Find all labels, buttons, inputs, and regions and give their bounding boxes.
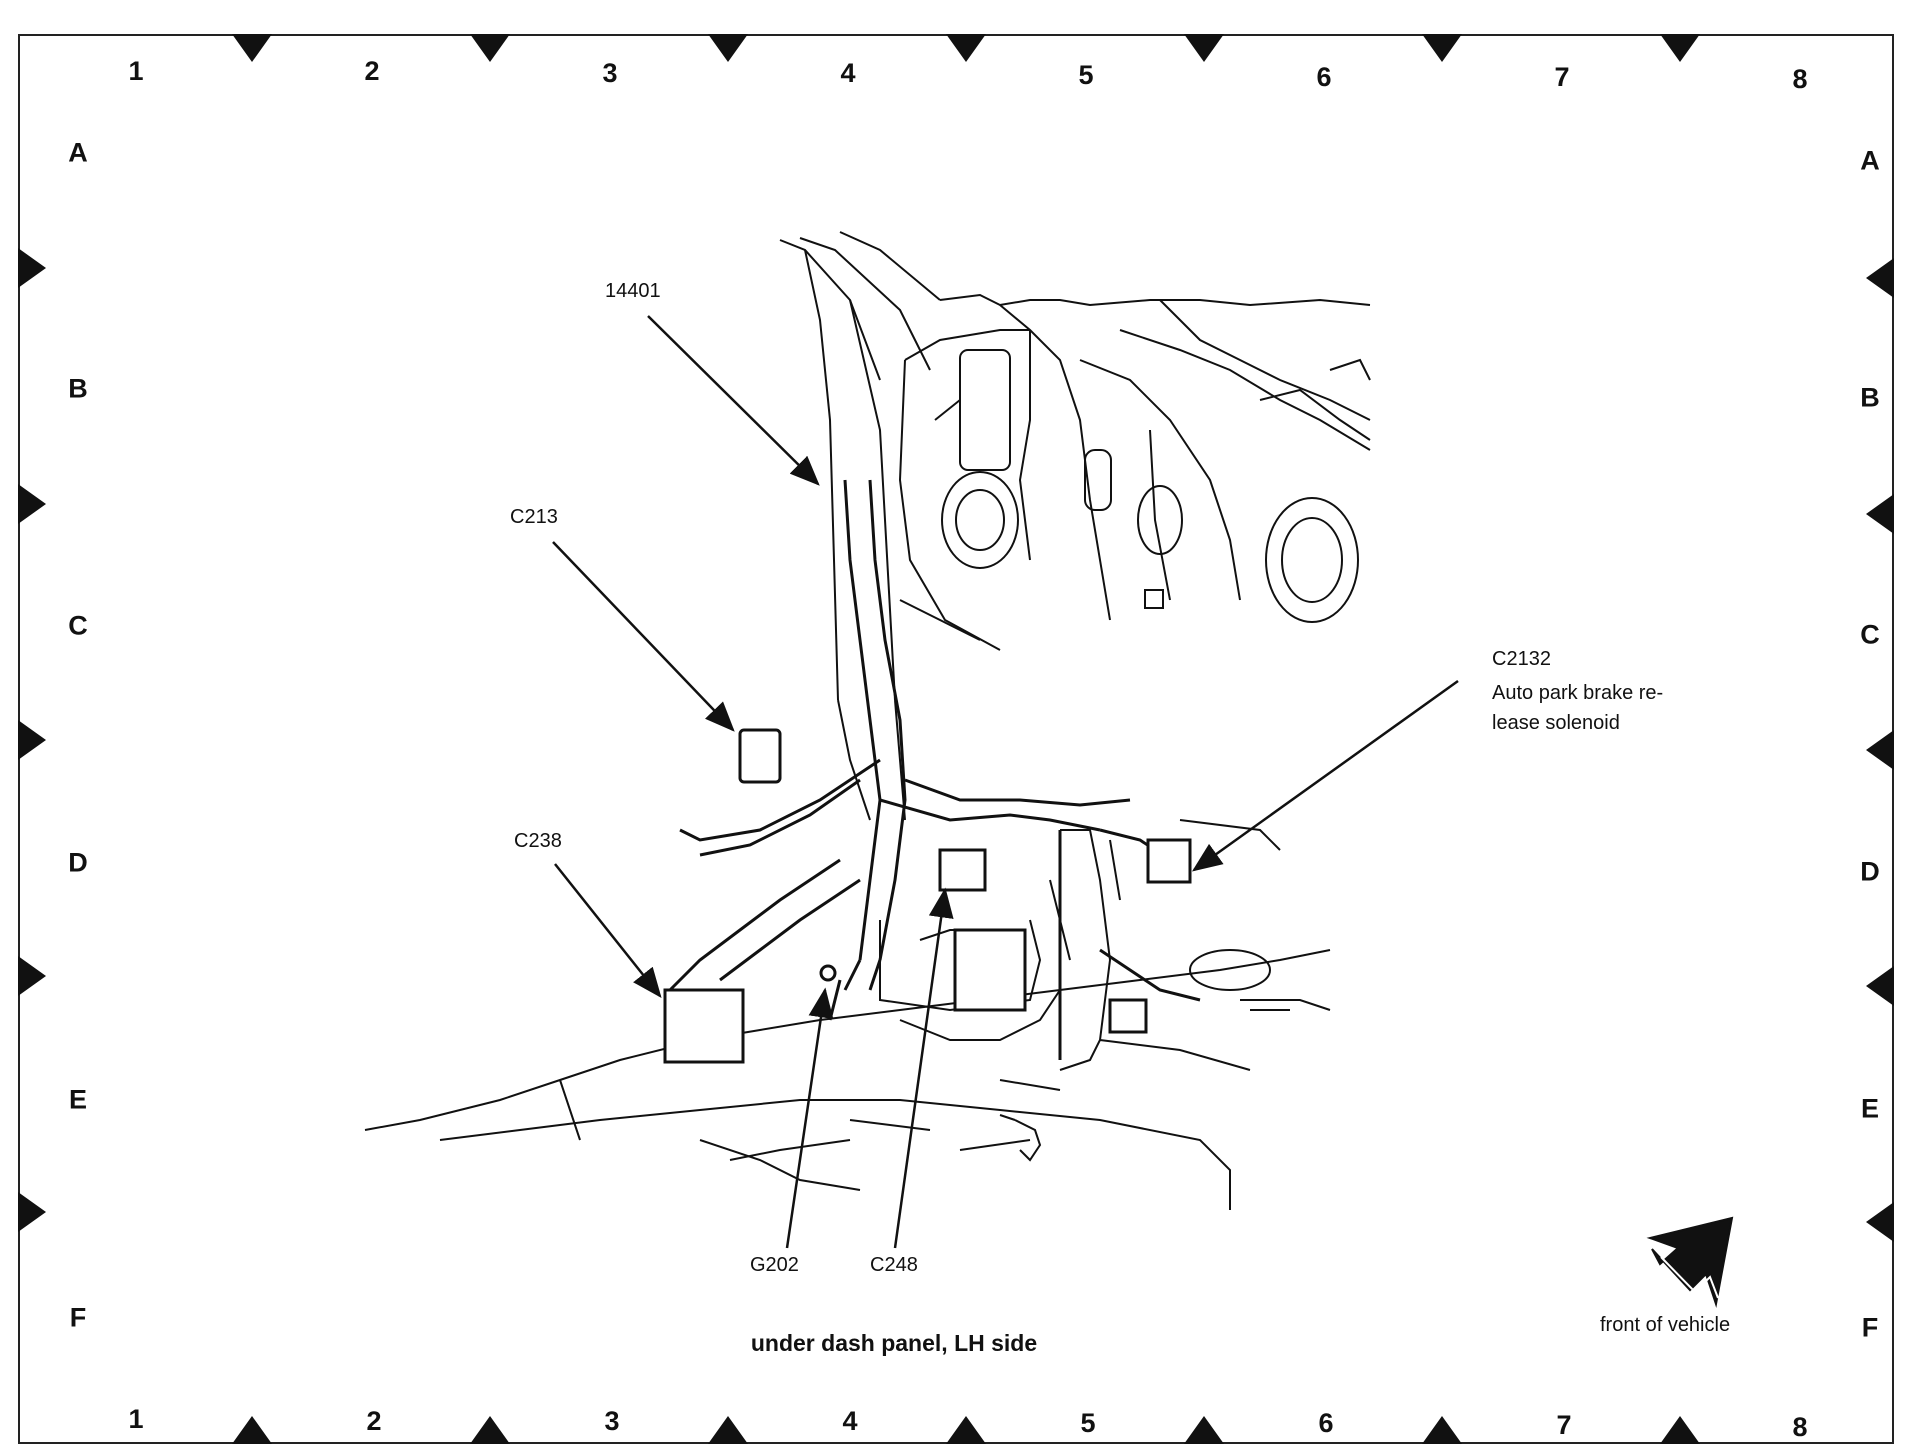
grid-row-left-d: D [68, 847, 88, 878]
grid-col-bottom-7: 7 [1556, 1410, 1572, 1440]
grid-col-bottom-1: 1 [128, 1404, 144, 1434]
grid-col-top-2: 2 [364, 56, 380, 86]
grid-col-bottom-2: 2 [366, 1406, 382, 1436]
grid-col-bottom-8: 8 [1792, 1412, 1808, 1442]
callout-c238: C238 [514, 830, 562, 852]
connector-c248-plug [938, 848, 987, 892]
grid-row-right-e: E [1860, 1093, 1880, 1124]
callout-14401: 14401 [605, 280, 661, 302]
leader-14401 [647, 315, 820, 486]
grid-col-top-7: 7 [1554, 62, 1570, 92]
grid-markers [18, 34, 1894, 1444]
grid-col-top-1: 1 [128, 56, 144, 86]
grid-row-right-f: F [1861, 1312, 1879, 1343]
leader-c248 [893, 887, 954, 1249]
grid-col-top-3: 3 [602, 58, 618, 88]
connector-lower [1108, 998, 1148, 1034]
grid-col-top-5: 5 [1078, 60, 1094, 90]
grid-row-right-c: C [1860, 619, 1880, 650]
connector-c2132 [1146, 838, 1192, 884]
connector-c238 [663, 988, 745, 1064]
grid-row-left-b: B [68, 373, 88, 404]
callout-c248: C248 [870, 1254, 918, 1276]
grid-row-left-e: E [68, 1084, 88, 1115]
grid-col-bottom-5: 5 [1080, 1408, 1096, 1438]
callout-c213: C213 [510, 506, 558, 528]
grid-row-right-d: D [1860, 856, 1880, 887]
grid-row-left-a: A [68, 137, 88, 168]
arrow-up-right-icon [1646, 1216, 1734, 1308]
leader-c213 [552, 541, 735, 732]
leader-g202 [785, 987, 834, 1249]
grid-row-right-a: A [1860, 145, 1880, 176]
connectors [663, 728, 1192, 1064]
grid-row-right-b: B [1860, 382, 1880, 413]
grid-col-bottom-3: 3 [604, 1406, 620, 1436]
grid-col-top-6: 6 [1316, 62, 1332, 92]
leader-c2132 [1191, 679, 1459, 872]
grid-col-bottom-4: 4 [842, 1406, 858, 1436]
vehicle-structure-drawing [364, 231, 1371, 1210]
leader-c238 [554, 863, 662, 998]
grid-col-bottom-6: 6 [1318, 1408, 1334, 1438]
grid-col-top-8: 8 [1792, 64, 1808, 94]
connector-c248-body [953, 928, 1027, 1012]
grid-row-left-c: C [68, 610, 88, 641]
callout-c2132-desc-line1: Auto park brake re- [1492, 682, 1664, 704]
leader-arrows [552, 315, 1459, 1249]
ground-g202 [819, 964, 837, 982]
diagram-caption: under dash panel, LH side [750, 1330, 1038, 1356]
callout-g202: G202 [750, 1254, 799, 1276]
callout-c2132: C2132 [1492, 648, 1551, 670]
grid-row-left-f: F [69, 1302, 87, 1333]
connector-c213 [738, 728, 782, 784]
front-of-vehicle-label: front of vehicle [1600, 1314, 1731, 1336]
grid-col-top-4: 4 [840, 58, 856, 88]
callout-c2132-desc-line2: lease solenoid [1492, 712, 1620, 734]
